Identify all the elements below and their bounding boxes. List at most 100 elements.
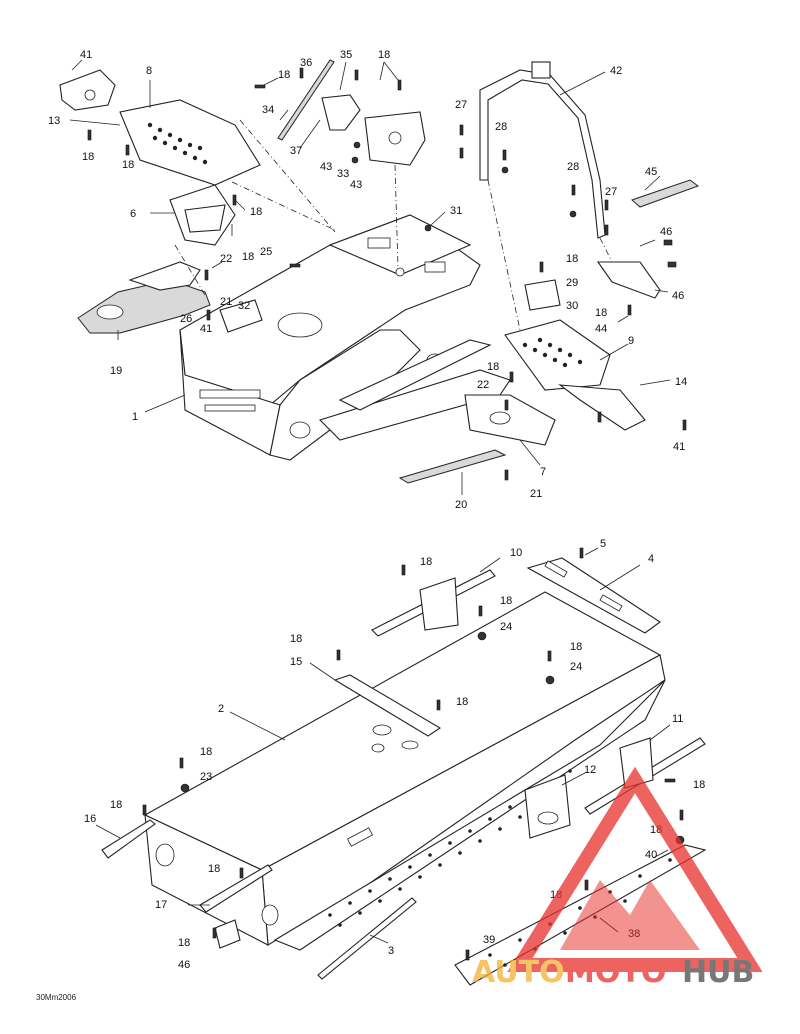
part-20-strip [398,449,507,484]
part-46-bracket [596,261,661,299]
callout-18: 18 [420,556,432,568]
callout-34: 34 [262,104,274,116]
callout-20: 20 [455,499,467,511]
watermark-mountain [560,880,700,950]
part-9-right-footrest [504,319,646,431]
watermark-text-auto: AUTO [472,955,565,990]
callout-18: 18 [278,69,290,81]
callout-18: 18 [456,696,468,708]
callout-18: 18 [570,641,582,653]
callout-12: 12 [584,764,596,776]
callout-9: 9 [628,335,634,347]
callouts-top: 41 8 13 18 18 6 18 36 35 18 34 37 43 33 … [48,49,687,511]
watermark-text-hub: HUB [682,955,754,990]
callout-25: 25 [260,246,272,258]
callout-22: 22 [220,253,232,265]
callout-2: 2 [218,703,224,715]
callout-43: 43 [350,179,362,191]
part-42-rear-handle [479,69,606,239]
callout-18: 18 [693,779,705,791]
callout-18: 18 [595,307,607,319]
callout-21: 21 [530,488,542,500]
top-assembly: 41 8 13 18 18 6 18 36 35 18 34 37 43 33 … [48,49,700,511]
part-7-bracket [464,394,556,446]
callout-24: 24 [570,661,582,673]
callout-16: 16 [84,813,96,825]
watermark-text-moto: MOTO [565,955,666,990]
callout-44: 44 [595,323,607,335]
callout-18: 18 [487,361,499,373]
callout-32: 32 [238,300,250,312]
callout-18: 18 [378,49,390,61]
drawing-code: 30Mm2006 [36,993,77,1002]
callout-42: 42 [610,65,622,77]
callout-33: 33 [337,168,349,180]
callout-41: 41 [200,323,212,335]
callout-45: 45 [645,166,657,178]
callout-3: 3 [388,945,394,957]
callout-22: 22 [477,379,489,391]
callout-18: 18 [242,251,254,263]
callout-36: 36 [300,57,312,69]
callout-18: 18 [566,253,578,265]
callout-10: 10 [510,547,522,559]
callout-19: 19 [110,365,122,377]
callout-21: 21 [220,296,232,308]
callout-11: 11 [672,713,683,725]
callout-31: 31 [450,205,462,217]
callout-37: 37 [290,145,302,157]
callout-24: 24 [500,621,512,633]
callout-40: 40 [645,849,657,861]
part-45-plate [631,179,700,208]
callout-18: 18 [110,799,122,811]
callout-18: 18 [178,937,190,949]
part-12-bracket [524,774,571,839]
part-34-strip [277,59,335,141]
fastener-group-bottom [142,547,685,961]
part-16-strip [101,819,156,859]
part-13-bracket [59,69,116,111]
fastener-group-top [87,67,687,481]
callout-18: 18 [200,746,212,758]
callout-35: 35 [340,49,352,61]
callout-18: 18 [290,633,302,645]
callout-15: 15 [290,656,302,668]
callout-28: 28 [495,121,507,133]
watermark-logo: AUTO MOTO HUB [472,766,763,990]
part-4-plate [526,557,661,634]
bottom-assembly: 18 10 5 4 18 24 18 15 18 24 18 2 18 23 1… [84,538,707,986]
part-30-bracket [524,279,561,311]
callout-14: 14 [675,376,687,388]
callout-6: 6 [130,208,136,220]
callout-46: 46 [178,959,190,971]
callout-46: 46 [660,226,672,238]
callout-30: 30 [566,300,578,312]
callout-7: 7 [540,466,546,478]
callout-46: 46 [672,290,684,302]
callout-27: 27 [605,186,617,198]
callout-41: 41 [673,441,685,453]
callout-17: 17 [155,899,167,911]
part-17-strip [199,864,273,913]
callout-18: 18 [208,863,220,875]
callout-28: 28 [567,161,579,173]
part-19-skid-plate [77,279,211,334]
leaders-top [69,59,671,495]
callout-26: 26 [180,313,192,325]
part-8-left-footrest [119,99,261,186]
callout-8: 8 [146,65,152,77]
part-37-bracket [321,94,361,131]
callout-18: 18 [250,206,262,218]
callout-41: 41 [80,49,92,61]
part-2-tunnel [143,591,666,946]
part-1-main-frame [179,214,511,461]
callout-18: 18 [82,151,94,163]
callout-29: 29 [566,277,578,289]
callout-5: 5 [600,538,606,550]
callout-18: 18 [500,595,512,607]
watermark-triangle-outer [507,766,763,972]
callout-13: 13 [48,115,60,127]
part-15-bracket [333,674,442,737]
callout-18: 18 [122,159,134,171]
